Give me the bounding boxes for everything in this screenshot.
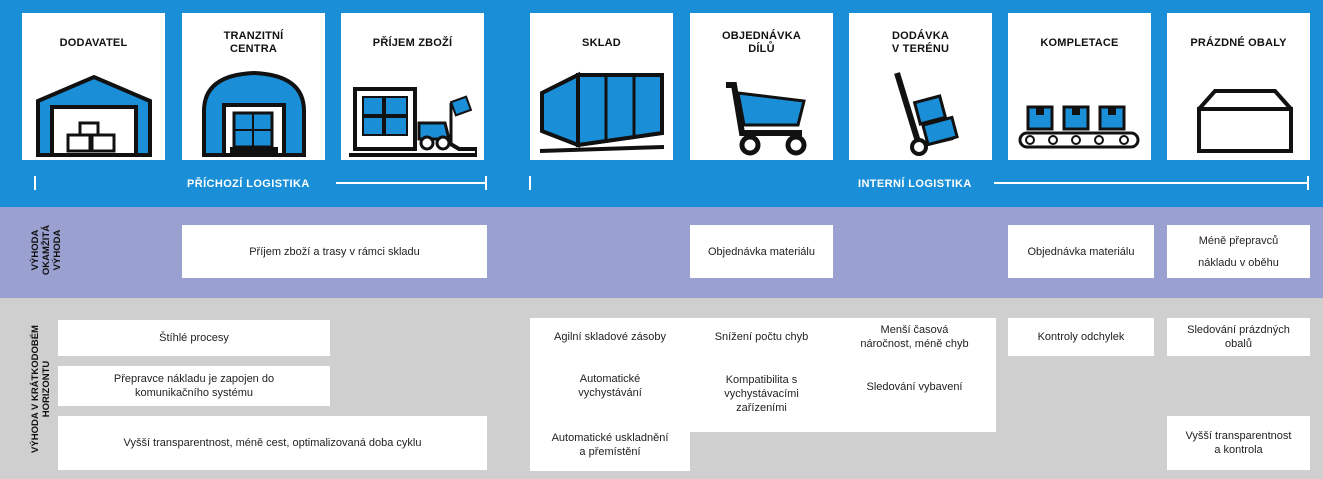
immediate-row-label: VÝHODA OKAMŽITÁ VÝHODA	[30, 224, 63, 276]
benefit-box: Kontroly odchylek	[1008, 318, 1154, 356]
benefit-column-objednavka	[690, 318, 833, 432]
stage-card-objednavka: OBJEDNÁVKA DÍLŮ	[690, 13, 833, 160]
benefit-column-sklad	[530, 318, 690, 471]
stage-card-dodavka: DODÁVKA V TERÉNU	[849, 13, 992, 160]
internal-bracket-end	[1307, 176, 1309, 190]
stage-card-kompletace: KOMPLETACE	[1008, 13, 1151, 160]
stage-card-tranzitni: TRANZITNÍ CENTRA	[182, 13, 325, 160]
conveyor-belt-icon	[1018, 105, 1140, 149]
benefit-box: Automatické uskladnění a přemístění	[551, 432, 669, 458]
stage-title: KOMPLETACE	[1040, 36, 1119, 49]
stage-title: TRANZITNÍ CENTRA	[223, 30, 284, 55]
benefit-box: Vyšší transparentnost a kontrola	[1167, 416, 1310, 470]
internal-bracket-start	[529, 176, 531, 190]
benefit-box: Příjem zboží a trasy v rámci skladu	[182, 225, 487, 278]
shortterm-row-label: VÝHODA V KRÁTKODOBÉM HORIZONTU	[30, 325, 52, 453]
inbound-section-label: PŘÍCHOZÍ LOGISTIKA	[187, 178, 310, 190]
goods-receipt-forklift-icon	[349, 87, 477, 157]
stage-title: DODÁVKA V TERÉNU	[891, 30, 950, 55]
stage-title: PŘÍJEM ZBOŽÍ	[372, 36, 453, 49]
stage-card-prijem: PŘÍJEM ZBOŽÍ	[341, 13, 484, 160]
internal-section-label: INTERNÍ LOGISTIKA	[858, 178, 972, 190]
benefit-box: Štíhlé procesy	[58, 320, 330, 356]
stage-title: SKLAD	[582, 36, 621, 49]
benefit-box: Snížení počtu chyb	[714, 331, 809, 343]
benefit-box: Automatické vychystávání	[578, 373, 642, 399]
storage-container-icon	[539, 71, 665, 153]
inbound-bracket-line	[336, 182, 487, 184]
benefit-box: Kompatibilita s vychystávacími zařízením…	[724, 374, 799, 414]
benefit-column-dodavka	[833, 318, 996, 432]
benefit-box: Přepravce nákladu je zapojen do komunika…	[58, 366, 330, 406]
stage-title: PRÁZDNÉ OBALY	[1190, 36, 1287, 49]
benefit-box: Objednávka materiálu	[690, 225, 833, 278]
warehouse-with-boxes-icon	[36, 74, 152, 157]
stage-card-dodavatel: DODAVATEL	[22, 13, 165, 160]
shopping-cart-icon	[726, 82, 807, 156]
stage-title: OBJEDNÁVKA DÍLŮ	[721, 30, 801, 55]
transit-hangar-icon	[202, 70, 306, 157]
inbound-bracket-start	[34, 176, 36, 190]
inbound-bracket-end	[485, 176, 487, 190]
internal-bracket-line	[994, 182, 1309, 184]
benefit-box: Méně přepravců nákladu v oběhu	[1167, 225, 1310, 278]
stage-card-sklad: SKLAD	[530, 13, 673, 160]
benefit-box: Objednávka materiálu	[1008, 225, 1154, 278]
benefit-box: Sledování prázdných obalů	[1167, 318, 1310, 356]
stage-title: DODAVATEL	[59, 36, 128, 49]
stage-card-prazdne: PRÁZDNÉ OBALY	[1167, 13, 1310, 160]
benefit-box: Vyšší transparentnost, méně cest, optima…	[58, 416, 487, 470]
benefit-box: Agilní skladové zásoby	[554, 331, 666, 343]
benefit-box: Sledování vybavení	[866, 381, 963, 393]
hand-truck-icon	[894, 72, 959, 156]
empty-box-icon	[1197, 89, 1293, 153]
benefit-box: Menší časová náročnost, méně chyb	[860, 324, 969, 350]
